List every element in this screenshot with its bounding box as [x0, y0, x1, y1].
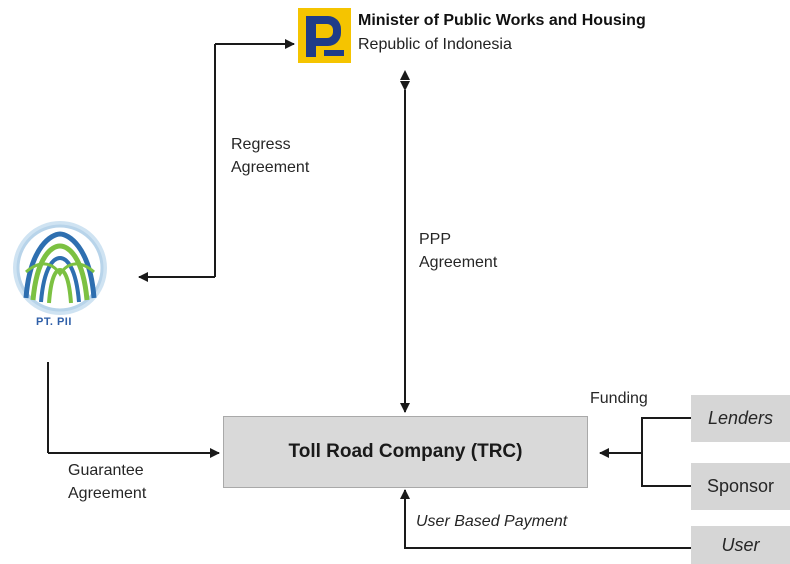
ministry-subtitle: Republic of Indonesia [358, 36, 512, 53]
toll-road-company-label: Toll Road Company (TRC) [288, 441, 523, 462]
ppp-label-line-1: PPP [419, 231, 452, 248]
ppp-agreement-label: PPP Agreement [419, 228, 497, 274]
pii-logo [13, 221, 107, 315]
ppp-arrow-top-head [400, 70, 410, 80]
toll-road-company-box: Toll Road Company (TRC) [223, 416, 588, 488]
user-label: User [721, 534, 760, 555]
user-payment-label: User Based Payment [416, 513, 568, 530]
ministry-logo [298, 8, 351, 63]
regress-label-line-1: Regress [231, 136, 291, 153]
lenders-box: Lenders [691, 395, 790, 442]
guarantee-label-line-1: Guarantee [68, 462, 144, 479]
user-box: User [691, 526, 790, 564]
funding-label: Funding [590, 390, 648, 407]
lenders-label: Lenders [707, 408, 774, 428]
ppp-label-line-2: Agreement [419, 254, 498, 271]
guarantee-agreement-label: Guarantee Agreement [68, 459, 146, 505]
regress-agreement-label: Regress Agreement [231, 133, 309, 179]
funding-bracket [641, 417, 691, 487]
sponsor-box: Sponsor [691, 463, 790, 510]
user-payment-connector [404, 500, 691, 549]
ministry-title: Minister of Public Works and Housing [358, 12, 646, 29]
guarantee-label-line-2: Agreement [68, 485, 147, 502]
pii-label: PT. PII [36, 316, 72, 328]
regress-label-line-2: Agreement [231, 159, 310, 176]
sponsor-label: Sponsor [706, 476, 775, 496]
